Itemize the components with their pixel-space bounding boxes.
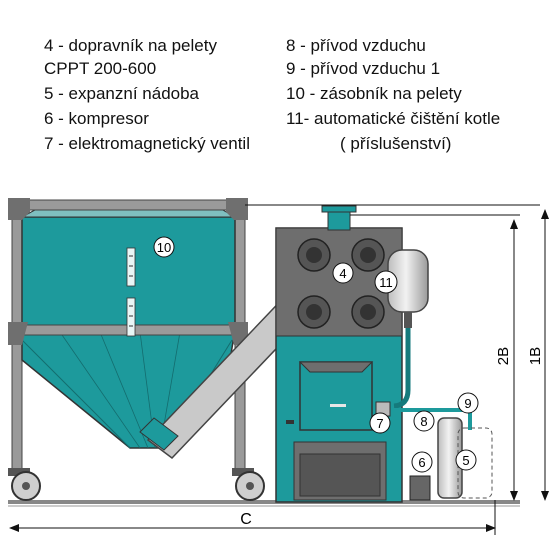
legend-item-5: 5 - expanzní nádoba: [44, 84, 200, 103]
svg-text:7: 7: [376, 416, 383, 431]
callout-11: 11: [374, 270, 398, 294]
callout-9: 9: [457, 392, 479, 414]
callout-10: 10: [153, 236, 175, 258]
svg-text:11: 11: [379, 275, 393, 290]
boiler-body: [275, 205, 403, 503]
legend-item-9: 9 - přívod vzduchu 1: [286, 59, 441, 78]
svg-text:9: 9: [464, 396, 471, 411]
svg-text:8: 8: [420, 414, 427, 429]
legend-item-6: 6 - kompresor: [44, 109, 149, 128]
callout-8: 8: [413, 410, 435, 432]
dim-label-2b: 2B: [495, 347, 512, 365]
floor-line: [8, 500, 520, 504]
pellet-hopper: [8, 198, 265, 501]
callout-6: 6: [411, 451, 433, 473]
callout-4: 4: [332, 262, 354, 284]
legend-item-8: 8 - přívod vzduchu: [286, 36, 426, 55]
legend-item-11: 11- automatické čištění kotle: [286, 109, 501, 128]
legend-item-10: 10 - zásobník na pelety: [286, 84, 462, 103]
compressor: [409, 475, 431, 501]
expansion-tank: [437, 417, 493, 499]
svg-text:10: 10: [157, 240, 171, 255]
legend-item-7: 7 - elektromagnetický ventil: [44, 134, 250, 153]
legend-item-cppt: CPPT 200-600: [44, 59, 157, 78]
callout-5: 5: [455, 449, 477, 471]
dim-label-c: C: [240, 511, 252, 528]
svg-text:5: 5: [462, 453, 469, 468]
dimension-lines: [9, 204, 549, 535]
air-lines: [375, 401, 472, 430]
svg-text:4: 4: [339, 266, 346, 281]
legend-item-accessory: ( příslušenství): [340, 134, 452, 153]
svg-text:6: 6: [418, 455, 425, 470]
callout-7: 7: [369, 412, 391, 434]
legend-item-4: 4 - dopravník na pelety: [44, 36, 217, 55]
dim-label-1b: 1B: [527, 347, 544, 365]
